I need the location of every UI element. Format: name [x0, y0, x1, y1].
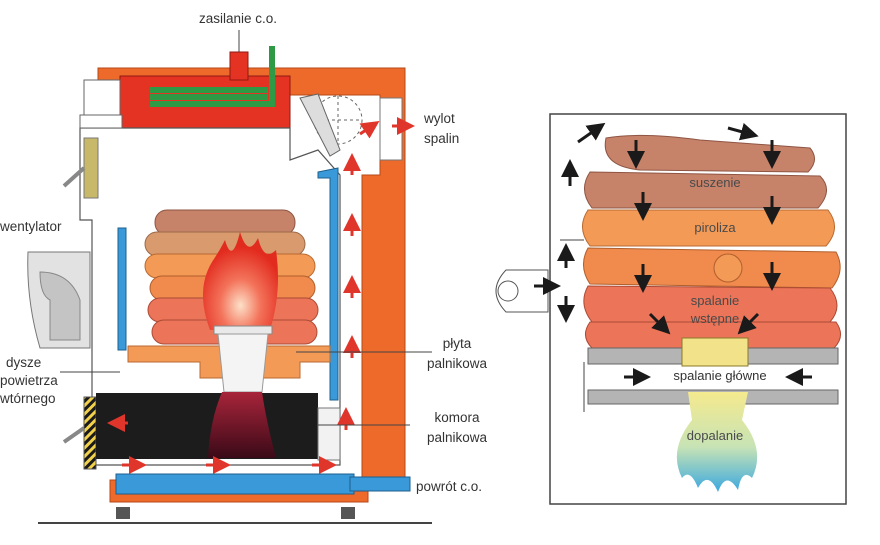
flue-damper	[299, 93, 341, 157]
right-insulation	[317, 167, 339, 401]
burner-nozzle	[217, 333, 269, 393]
label-nozzles-3: wtórnego	[0, 391, 56, 406]
afterburn-flame	[676, 392, 758, 492]
combustion-chamber	[96, 393, 318, 459]
label-supply: zasilanie c.o.	[198, 11, 278, 26]
label-flue-outlet-2: spalin	[424, 131, 460, 146]
label-nozzles-1: dysze	[6, 355, 42, 370]
lid	[79, 114, 123, 129]
label-flue-outlet-1: wylot	[424, 111, 455, 126]
label-burner-plate-1: płyta	[442, 336, 472, 351]
flue-outlet	[379, 97, 403, 161]
boiler-body	[27, 30, 432, 524]
label-nozzles-2: powietrza	[0, 373, 58, 388]
label-initial-combustion-1: spalanie	[690, 293, 740, 308]
return-pipe	[349, 476, 411, 492]
label-fan: wentylator	[0, 219, 62, 234]
label-return: powrót c.o.	[416, 479, 483, 494]
door-handle-lower	[62, 426, 86, 444]
flame-left	[202, 232, 278, 330]
label-burner-chamber-2: palnikowa	[426, 430, 488, 445]
nozzle-block	[681, 337, 749, 367]
burner-cone	[208, 392, 276, 458]
door-upper	[83, 137, 99, 199]
label-pyrolysis: piroliza	[694, 220, 736, 235]
right-diagram	[495, 113, 847, 505]
burner-ring	[213, 325, 273, 335]
cooling-coil	[150, 46, 275, 107]
foot-left	[116, 507, 130, 519]
label-burner-plate-2: palnikowa	[426, 356, 488, 371]
label-drying: suszenie	[689, 175, 741, 190]
label-burner-chamber-1: komora	[434, 410, 480, 425]
label-afterburning: dopalanie	[686, 428, 744, 443]
fan-right	[495, 269, 549, 313]
return-pipe-channel	[115, 473, 355, 495]
left-insulation	[117, 227, 127, 351]
label-main-combustion: spalanie główne	[673, 368, 767, 383]
fan-blower	[39, 271, 81, 341]
door-lower	[83, 396, 97, 470]
lid-handle	[83, 79, 121, 116]
leader-lines	[60, 351, 432, 426]
supply-pipe	[229, 51, 249, 81]
flow-arrows-red	[107, 117, 415, 474]
door-handle-upper	[62, 166, 86, 188]
foot-right	[341, 507, 355, 519]
label-initial-combustion-2: wstępne	[690, 311, 740, 326]
flow-arrows-black	[534, 122, 812, 386]
